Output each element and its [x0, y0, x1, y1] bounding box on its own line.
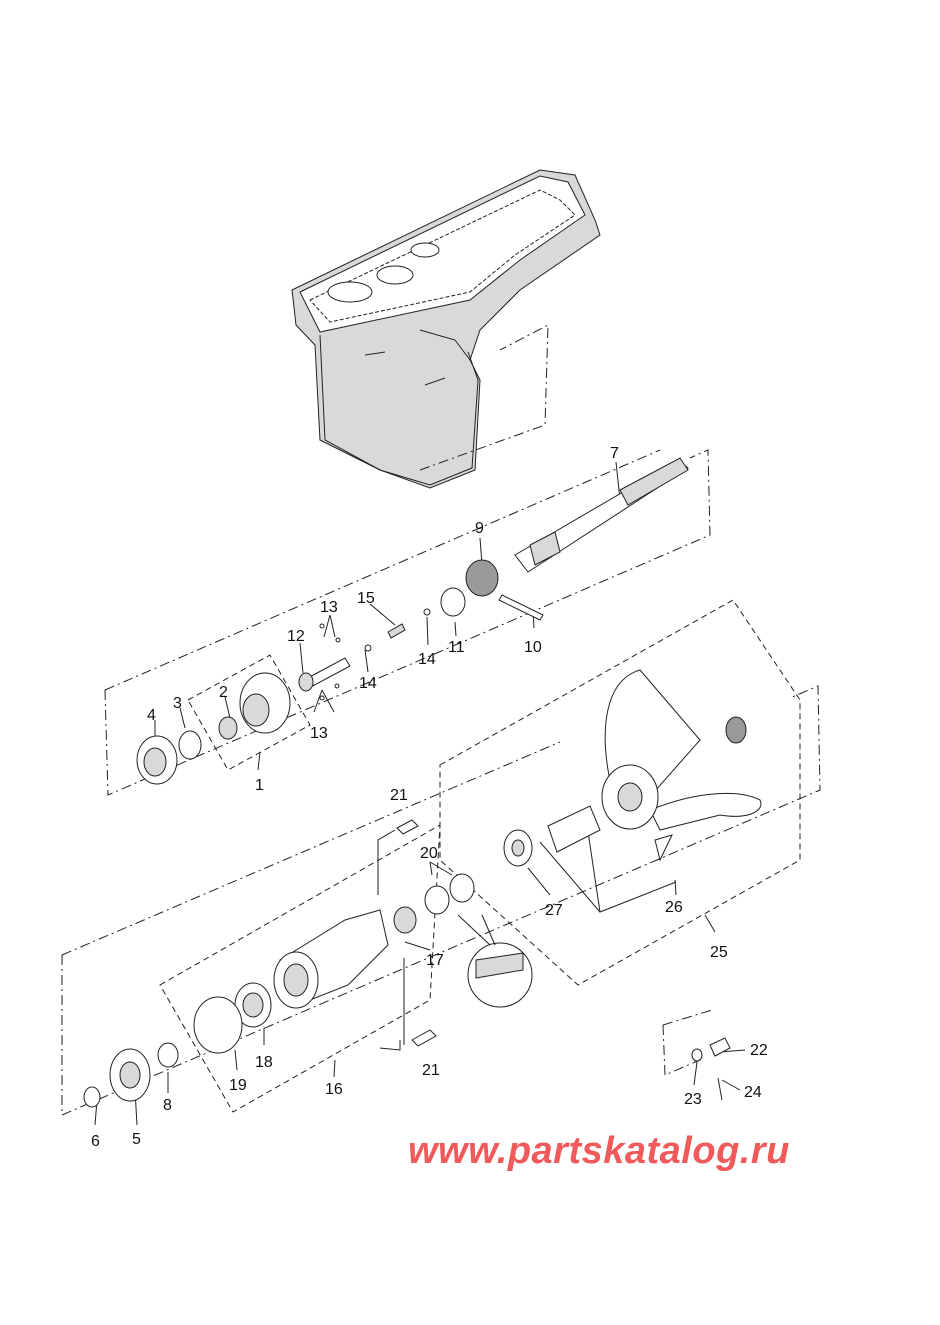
- label-22: 22: [750, 1042, 768, 1059]
- label-14a: 14: [418, 651, 436, 668]
- label-3: 3: [173, 695, 182, 712]
- label-1: 1: [255, 777, 264, 794]
- label-8: 7: [610, 445, 619, 462]
- label-26: 26: [665, 899, 683, 916]
- label-13a: 13: [320, 599, 338, 616]
- label-21a: 21: [390, 787, 408, 804]
- label-10: 10: [524, 639, 542, 656]
- label-4: 4: [147, 707, 156, 724]
- label-18: 18: [255, 1054, 273, 1071]
- part-shapes: [83, 457, 762, 1108]
- label-24: 24: [744, 1084, 762, 1101]
- label-23: 23: [684, 1091, 702, 1108]
- label-2: 2: [219, 684, 228, 701]
- label-27: 27: [545, 902, 563, 919]
- label-25: 25: [710, 944, 728, 961]
- label-16: 16: [325, 1081, 343, 1098]
- label-15: 15: [357, 590, 375, 607]
- label-20: 20: [420, 845, 438, 862]
- lower-casing-drawing: [291, 169, 601, 489]
- label-11: 11: [448, 639, 465, 656]
- part-number-labels: 7 9 13 15 12 11 10 14 14 2 3 4 13 1 21 2…: [91, 445, 768, 1150]
- label-6: 6: [91, 1133, 100, 1150]
- label-14b: 14: [359, 675, 377, 692]
- label-7: 8: [163, 1097, 172, 1114]
- watermark-text: www.partskatalog.ru: [408, 1130, 790, 1172]
- label-12: 12: [287, 628, 305, 645]
- label-9: 9: [475, 520, 484, 537]
- label-19: 19: [229, 1077, 247, 1094]
- label-5: 5: [132, 1131, 141, 1148]
- label-17: 17: [426, 952, 444, 969]
- label-13b: 13: [310, 725, 328, 742]
- label-21b: 21: [422, 1062, 440, 1079]
